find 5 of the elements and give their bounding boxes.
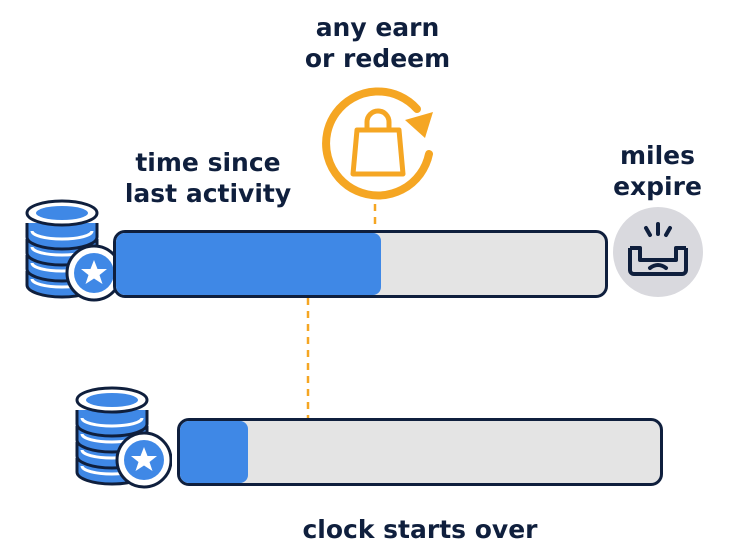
caption-text: miles expire — [612, 140, 703, 202]
caption-text: time since last activity — [124, 147, 292, 209]
caption-text: clock starts over — [301, 514, 539, 545]
dashed-line — [306, 298, 310, 418]
caption-text: any earn or redeem — [304, 12, 452, 74]
